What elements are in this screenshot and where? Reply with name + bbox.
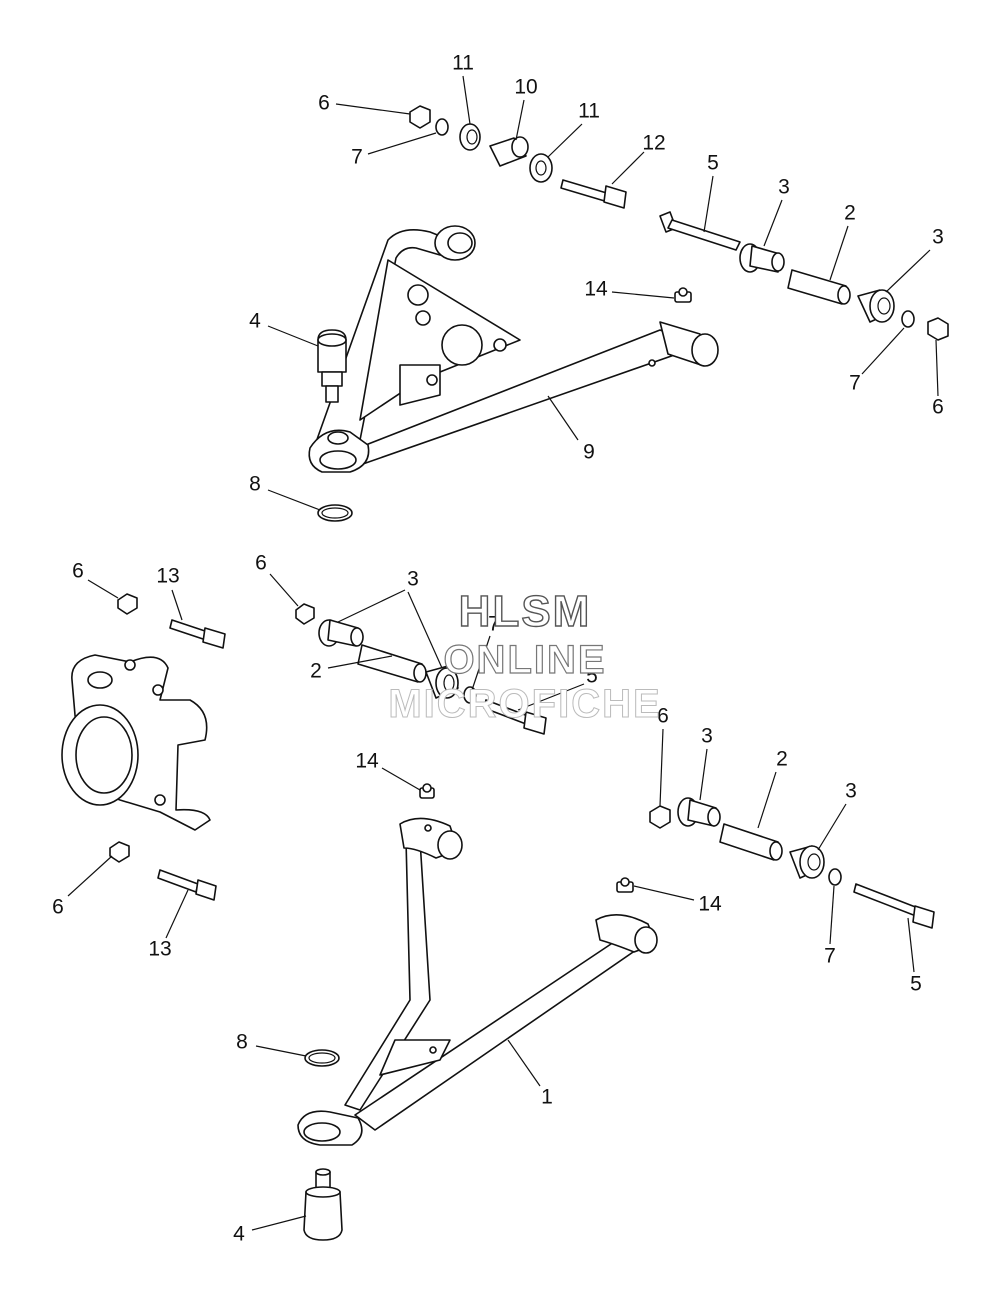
knuckle-hardware: [109, 593, 226, 901]
leader-lines: [67, 75, 939, 1231]
callout-number: 13: [156, 565, 179, 588]
callout-number: 5: [586, 665, 598, 688]
callout-number: 7: [351, 146, 363, 169]
callout-number: 11: [452, 52, 474, 75]
callout-number: 12: [642, 132, 665, 155]
callout-number: 8: [236, 1031, 248, 1054]
lower-a-arm: [297, 817, 658, 1146]
upper-a-arm: [308, 225, 719, 473]
lower-grease-fitting-front: [419, 783, 435, 799]
callout-number: 1: [541, 1086, 553, 1109]
steering-knuckle: [61, 654, 211, 831]
callout-number: 4: [249, 310, 261, 333]
lower-rear-hardware: [649, 797, 935, 929]
callout-number: 3: [407, 568, 419, 591]
callout-number: 14: [584, 278, 608, 301]
callout-number: 7: [824, 945, 836, 968]
lower-front-hardware: [295, 603, 547, 735]
callout-number: 6: [255, 552, 267, 575]
callout-number: 5: [707, 152, 719, 175]
callout-number: 6: [932, 396, 944, 419]
callout-number: 6: [318, 92, 330, 115]
callout-number: 3: [932, 226, 944, 249]
callout-number: 3: [845, 780, 857, 803]
callout-number: 2: [844, 202, 856, 225]
callout-number: 14: [698, 893, 722, 916]
callout-number: 6: [657, 705, 669, 728]
callout-number: 13: [148, 938, 171, 961]
upper-grease-fitting: [674, 287, 692, 303]
callout-number: 4: [233, 1223, 245, 1246]
callout-number: 6: [52, 896, 64, 919]
upper-front-hardware: [409, 105, 627, 209]
callout-number: 7: [849, 372, 861, 395]
callout-number: 5: [910, 973, 922, 996]
lower-ball-joint: [303, 1168, 343, 1241]
callout-number: 3: [778, 176, 790, 199]
callout-number: 2: [310, 660, 322, 683]
callout-number: 11: [578, 100, 600, 123]
lower-retaining-ring: [304, 1049, 340, 1067]
upper-rear-hardware: [659, 211, 949, 341]
callout-number: 7: [488, 613, 500, 636]
upper-ball-joint: [317, 329, 347, 403]
callout-number: 14: [355, 750, 379, 773]
callout-number: 10: [514, 76, 537, 99]
callout-number: 3: [701, 725, 713, 748]
upper-retaining-ring: [317, 504, 353, 522]
callout-number: 6: [72, 560, 84, 583]
callout-number: 9: [583, 441, 595, 464]
callout-number: 8: [249, 473, 261, 496]
callout-number: 2: [776, 748, 788, 771]
lower-grease-fitting-rear: [616, 877, 634, 893]
